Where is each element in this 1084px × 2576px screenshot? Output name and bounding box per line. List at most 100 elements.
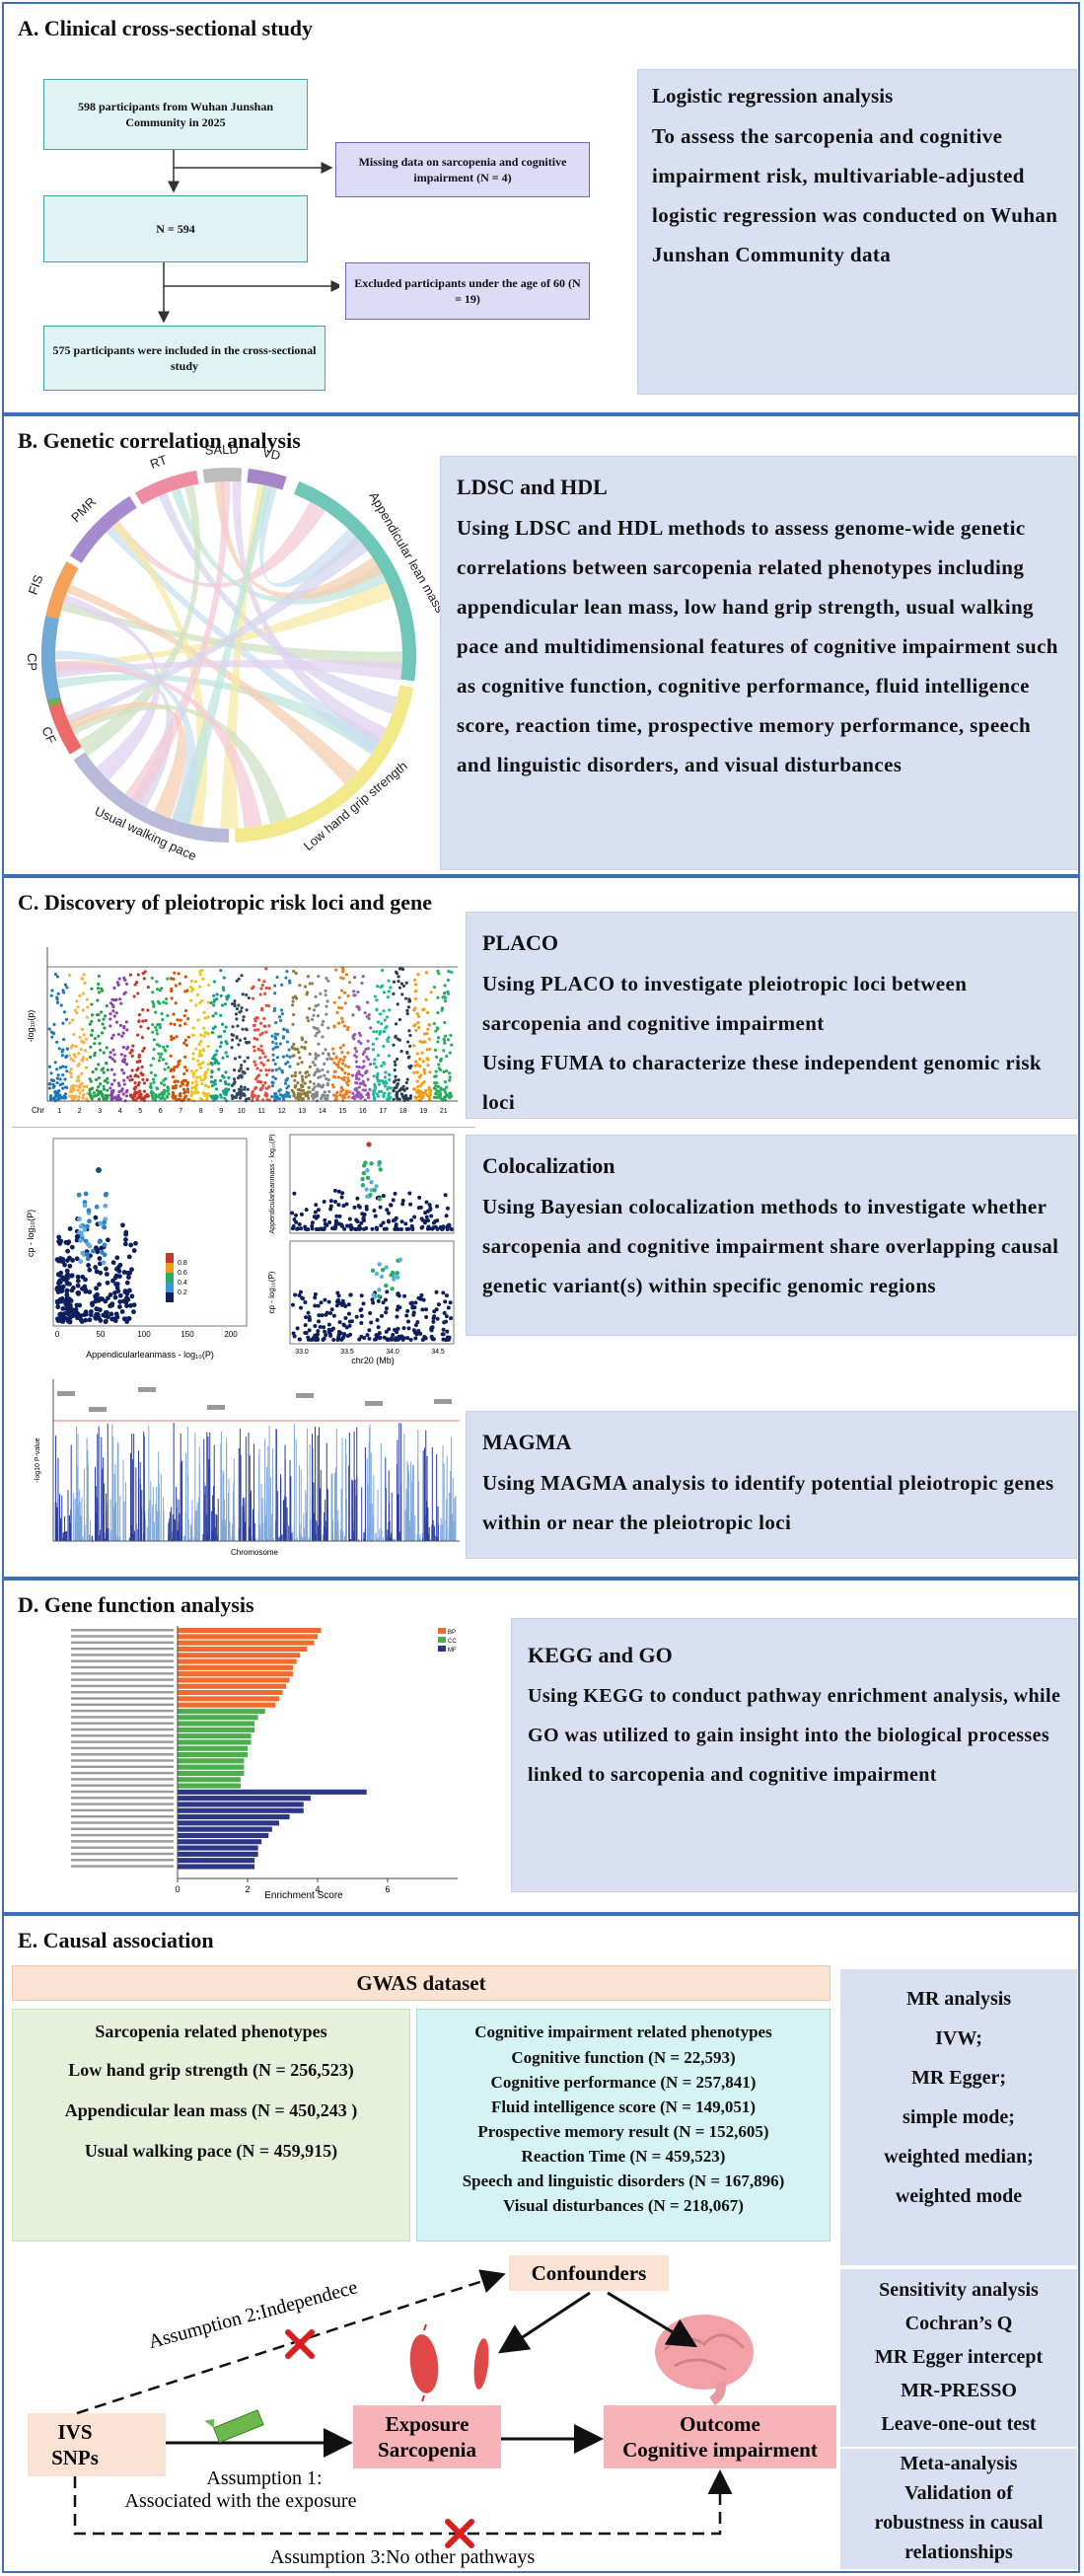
panel-ldsc-hdl: LDSC and HDL Using LDSC and HDL methods … [440,456,1077,870]
sensitivity-line: Leave-one-out test [881,2413,1037,2435]
coloc-region-tick: 33.5 [340,1349,354,1356]
chord-label: VD [261,445,282,463]
manhattan-xtick: 19 [419,1108,427,1115]
meta-line: robustness in causal [874,2512,1044,2534]
exposure-box [353,2405,501,2468]
section-a-title: A. Clinical cross-sectional study [18,16,314,40]
coloc-legend-label: 0.4 [178,1280,187,1287]
enrichment-term-label [71,1709,174,1713]
enrichment-legend-label: MF [448,1648,457,1654]
mr-line: MR analysis [905,1988,1012,2010]
enrichment-bar [178,1851,258,1857]
sarcopenia-title: Sarcopenia related phenotypes [95,2022,327,2041]
sarcopenia-item: Low hand grip strength (N = 256,523) [68,2060,354,2080]
panel-colocalization: Colocalization Using Bayesian colocaliza… [466,1135,1077,1336]
enrichment-term-label [71,1722,174,1725]
enrichment-term-label [71,1647,174,1651]
enrichment-term-label [71,1659,174,1662]
enrichment-bar [178,1777,241,1783]
coloc-xtick: 0 [55,1330,60,1339]
chord-arc [69,495,137,563]
enrichment-bar [178,1702,276,1708]
enrichment-term-label [71,1778,174,1781]
enrichment-term-label [71,1771,174,1775]
manhattan-xtick: 13 [298,1108,306,1115]
enrichment-bar [178,1739,252,1745]
enrichment-bar [178,1864,255,1870]
enrichment-bar [178,1764,245,1770]
enrichment-bar [178,1770,245,1776]
chord-ribbon [55,650,197,825]
coloc-legend-swatch [166,1263,174,1273]
enrichment-term-label [71,1840,174,1843]
coloc-scatter-xlabel: Appendicularleanmass - log₁₀(P) [86,1350,214,1360]
manhattan-ylabel: -log₁₀(p) [28,1010,36,1043]
enrichment-term-label [71,1784,174,1787]
outcome-label-1: Outcome [680,2412,760,2436]
gwas-header: GWAS dataset [12,1965,831,2001]
panel-magma-heading: MAGMA [482,1430,572,1454]
panel-ldsc-heading: LDSC and HDL [457,475,608,499]
chord-ribbon [220,483,267,829]
enrichment-xtick: 0 [175,1884,180,1894]
brain-icon [655,2315,754,2406]
enrichment-bar [178,1696,279,1702]
panel-coloc-heading: Colocalization [482,1153,615,1178]
mr-line: IVW; [935,2027,982,2049]
chord-ribbon [111,520,208,827]
enrichment-term-label [71,1734,174,1737]
enrichment-legend-swatch [438,1637,446,1643]
enrichment-term-label [71,1716,174,1719]
magma-gene-label [89,1407,107,1412]
cognitive-item: Prospective memory result (N = 152,605) [477,2122,769,2141]
enrichment-bar [178,1783,241,1789]
panel-kegg-heading: KEGG and GO [528,1643,673,1667]
coloc-bottom-ylabel: cp - log₁₀(P) [267,1271,276,1313]
flow-box-final: 575 participants were included in the cr… [43,326,325,391]
mr-line: weighted mode [895,2185,1023,2207]
enrichment-term-label [71,1846,174,1849]
enrichment-bar [178,1796,311,1802]
manhattan-xtick: 4 [118,1108,122,1115]
enrichment-bar [178,1646,308,1652]
chord-arc [48,702,82,755]
meta-line: Meta-analysis [900,2453,1018,2474]
chord-ribbon [78,484,201,757]
coloc-xtick: 50 [97,1330,106,1339]
enrichment-bar [178,1758,245,1764]
manhattan-xtick: 9 [219,1108,223,1115]
chord-arc [135,470,199,505]
enrichment-term-label [71,1629,174,1632]
manhattan-xtick: 10 [238,1108,246,1115]
enrichment-bar [178,1814,290,1820]
enrichment-bar [178,1826,272,1832]
manhattan-xtick: 6 [159,1108,163,1115]
mr-dag: Confounders IVS SNPs Exposure Sarcopenia… [28,2255,836,2568]
manhattan-xtick: 5 [138,1108,142,1115]
sarcopenia-item: Usual walking pace (N = 459,915) [84,2141,338,2161]
enrichment-term-label [71,1803,174,1805]
enrichment-term-label [71,1746,174,1750]
assumption-3-label: Assumption 3:No other pathways [270,2546,536,2568]
chord-ribbon [55,580,394,671]
check-icon [204,2409,264,2444]
coloc-scatter-ylabel: cp - log₁₀(P) [26,1210,36,1257]
ivs-label-2: SNPs [51,2446,99,2469]
chord-arc [235,685,414,843]
magma-xlabel: Chromosome [231,1548,279,1557]
coloc-legend-swatch [166,1283,174,1292]
enrichment-term-label [71,1759,174,1762]
muscle-icon [409,2323,489,2402]
section-a-flow-lines [158,150,339,324]
enrichment-bar [178,1690,283,1696]
section-c-pleiotropic: C. Discovery of pleiotropic risk loci an… [2,876,1080,1579]
manhattan-xtick: 11 [258,1108,265,1115]
enrichment-bar [178,1807,304,1813]
chord-ribbon [56,674,381,756]
section-e-title: E. Causal association [18,1928,214,1952]
enrichment-bar [178,1683,287,1689]
enrichment-term-label [71,1790,174,1794]
chord-ribbon [60,601,402,670]
mr-line: MR Egger; [910,2067,1007,2089]
